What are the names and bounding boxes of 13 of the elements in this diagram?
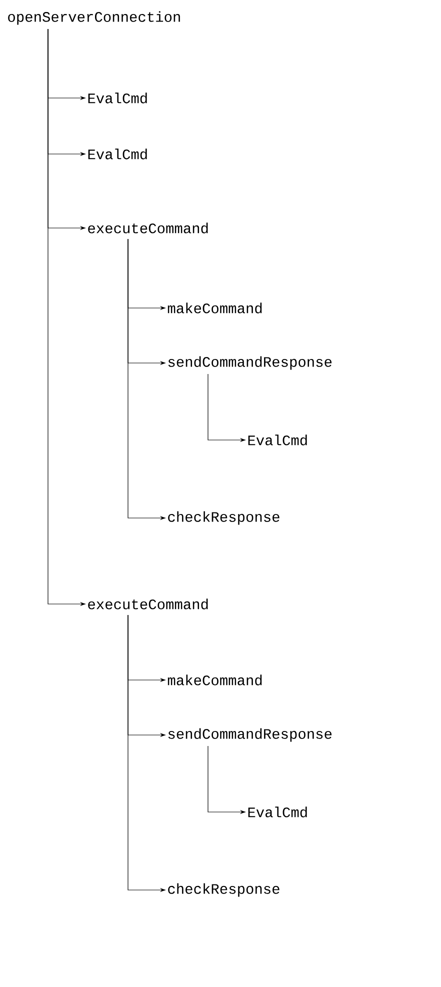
function-label: checkResponse [168, 883, 280, 897]
function-label: makeCommand [168, 302, 262, 314]
function-label: EvalCmd [88, 148, 147, 160]
function-label: executeCommand [88, 222, 208, 234]
function-label: makeCommand [168, 674, 262, 686]
function-label: sendCommandResponse [168, 728, 332, 742]
function-label: sendCommandResponse [168, 356, 332, 370]
function-label: EvalCmd [248, 806, 307, 818]
function-label: executeCommand [88, 598, 208, 610]
function-label: checkResponse [168, 511, 280, 525]
function-label: EvalCmd [248, 434, 307, 446]
function-label: EvalCmd [88, 92, 147, 104]
function-label: openServerConnection [8, 11, 180, 25]
